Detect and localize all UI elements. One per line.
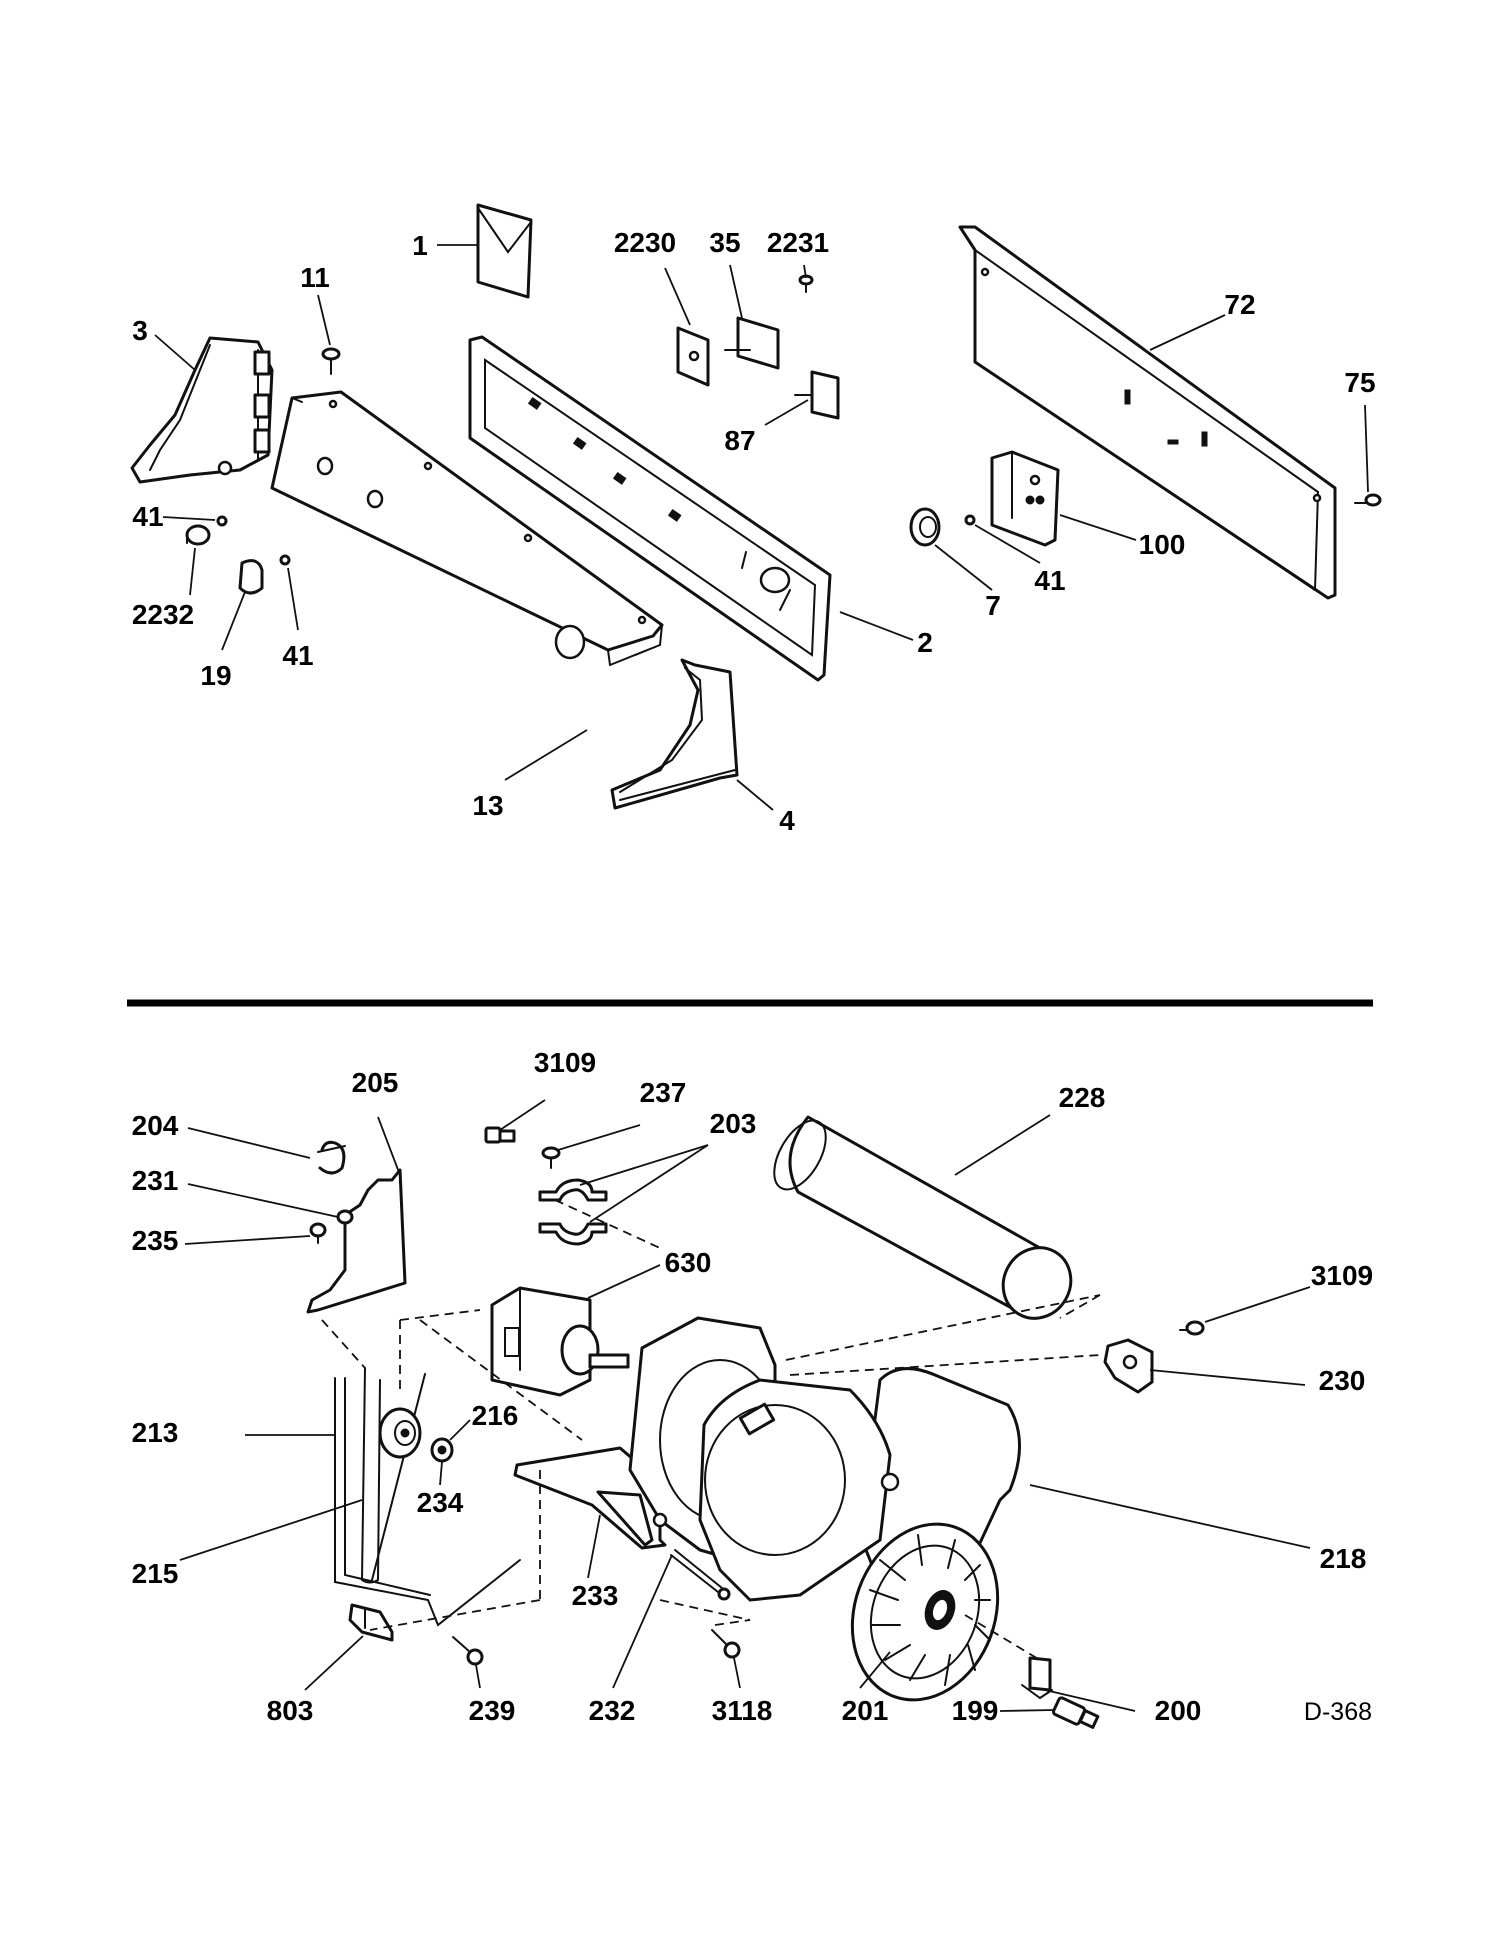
part-204-clip bbox=[317, 1140, 346, 1175]
part-203-clamp-lower bbox=[538, 1222, 608, 1246]
label-part: 630 bbox=[665, 1247, 712, 1278]
part-237-screw bbox=[541, 1146, 561, 1169]
part-41-clip-upper-left bbox=[216, 515, 228, 527]
part-216-idler-pulley bbox=[378, 1407, 422, 1459]
part-2231-screw bbox=[798, 274, 814, 293]
part-35-switch-bracket bbox=[724, 316, 780, 370]
label-part: 201 bbox=[842, 1695, 889, 1726]
label-part: 35 bbox=[709, 227, 740, 258]
part-1-instruction-sheet bbox=[476, 203, 533, 299]
part-200-clip bbox=[1021, 1656, 1053, 1700]
part-205-motor-plate bbox=[306, 1168, 407, 1314]
label-part: 235 bbox=[132, 1225, 179, 1256]
label-part: 11 bbox=[300, 262, 330, 293]
label-part: 231 bbox=[132, 1165, 179, 1196]
part-215-idler-arm bbox=[334, 1377, 521, 1627]
top-leader-lines bbox=[154, 244, 1369, 811]
part-7-timer-knob bbox=[909, 507, 941, 547]
part-11-screw bbox=[321, 347, 341, 375]
label-part: 3109 bbox=[1311, 1260, 1373, 1291]
label-part: 7 bbox=[985, 590, 1001, 621]
part-230-thermostat bbox=[1103, 1338, 1154, 1394]
label-part: 75 bbox=[1344, 367, 1375, 398]
part-2230-bracket bbox=[676, 326, 710, 387]
part-201-blower-wheel bbox=[850, 1522, 1000, 1702]
label-part: 239 bbox=[469, 1695, 516, 1726]
part-234-washer bbox=[430, 1437, 454, 1463]
label-part: 100 bbox=[1139, 529, 1186, 560]
top-part-labels: 1 2230 35 2231 11 3 72 75 87 41 2232 19 … bbox=[132, 227, 1376, 836]
part-41-clip-lower-left bbox=[279, 554, 291, 566]
part-3-left-end-cap bbox=[130, 336, 274, 484]
part-233-motor-mount bbox=[513, 1446, 667, 1550]
label-part: 2231 bbox=[767, 227, 829, 258]
part-213-belt bbox=[360, 1367, 426, 1584]
bottom-part-labels: 205 3109 237 203 228 204 231 235 630 310… bbox=[132, 1047, 1374, 1726]
part-3109-screw-right bbox=[1179, 1320, 1205, 1336]
label-part: 41 bbox=[132, 501, 163, 532]
part-803-switch bbox=[348, 1603, 394, 1642]
label-part: 237 bbox=[640, 1077, 687, 1108]
label-part: 3118 bbox=[712, 1695, 773, 1726]
label-part: 41 bbox=[1034, 565, 1065, 596]
label-part: 13 bbox=[472, 790, 503, 821]
part-75-screw bbox=[1354, 493, 1382, 507]
label-part: 4 bbox=[779, 805, 795, 836]
part-4-right-end-cap bbox=[610, 658, 739, 810]
label-part: 41 bbox=[282, 640, 313, 671]
label-part: 87 bbox=[724, 425, 755, 456]
bottom-leader-lines bbox=[179, 1099, 1311, 1712]
part-41-clip-right bbox=[964, 514, 976, 526]
part-199-bolt bbox=[1051, 1696, 1100, 1729]
label-part: 234 bbox=[417, 1487, 464, 1518]
label-part: 232 bbox=[589, 1695, 636, 1726]
label-part: 230 bbox=[1319, 1365, 1366, 1396]
label-part: 218 bbox=[1320, 1543, 1367, 1574]
part-87-switch bbox=[794, 370, 840, 420]
label-part: 203 bbox=[710, 1108, 757, 1139]
part-19-knob bbox=[238, 559, 264, 595]
label-part: 1 bbox=[412, 230, 428, 261]
label-part: 19 bbox=[200, 660, 231, 691]
part-13-control-panel bbox=[270, 390, 664, 666]
part-235-screw bbox=[309, 1222, 327, 1244]
part-218-blower-housing bbox=[628, 1316, 1021, 1602]
label-part: 803 bbox=[267, 1695, 314, 1726]
diagram-code: D-368 bbox=[1304, 1698, 1372, 1726]
part-203-clamp-upper bbox=[538, 1178, 608, 1202]
label-part: 3109 bbox=[534, 1047, 596, 1078]
label-part: 199 bbox=[952, 1695, 999, 1726]
assembly-dashed-lines bbox=[321, 1199, 1101, 1661]
label-part: 213 bbox=[132, 1417, 179, 1448]
label-part: 233 bbox=[572, 1580, 619, 1611]
part-100-timer bbox=[990, 450, 1060, 547]
label-part: 205 bbox=[352, 1067, 399, 1098]
label-part: 200 bbox=[1155, 1695, 1202, 1726]
label-part: 215 bbox=[132, 1558, 179, 1589]
label-part: 72 bbox=[1224, 289, 1255, 320]
label-part: 2230 bbox=[614, 227, 676, 258]
part-3109-screw-upper bbox=[484, 1126, 516, 1144]
label-part: 204 bbox=[132, 1110, 179, 1141]
part-2232-knob bbox=[185, 524, 211, 546]
label-part: 3 bbox=[132, 315, 148, 346]
part-2-panel-frame bbox=[468, 335, 832, 682]
part-239-screw bbox=[452, 1636, 484, 1666]
label-part: 2 bbox=[917, 627, 933, 658]
part-72-back-panel bbox=[958, 225, 1337, 600]
part-232-pin bbox=[670, 1549, 731, 1601]
part-228-exhaust-duct bbox=[773, 1115, 1073, 1320]
label-part: 2232 bbox=[132, 599, 194, 630]
label-part: 228 bbox=[1059, 1082, 1106, 1113]
part-3118-screw bbox=[711, 1629, 741, 1659]
part-630-motor bbox=[490, 1286, 630, 1397]
label-part: 216 bbox=[472, 1400, 519, 1431]
